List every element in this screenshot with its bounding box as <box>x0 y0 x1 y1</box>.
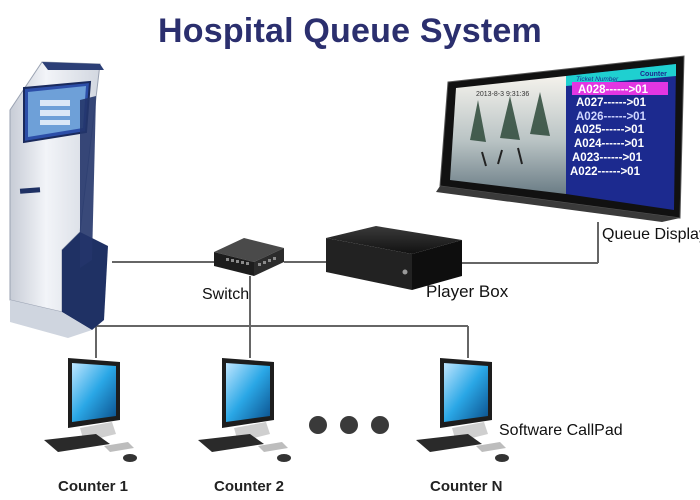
display-row: A025------>01 <box>574 124 645 136</box>
display-row: A023------>01 <box>572 152 643 164</box>
display-timestamp: 2013-8-3 9:31:36 <box>476 91 529 98</box>
ticket-kiosk <box>9 61 108 338</box>
display-row: A024------>01 <box>574 138 645 150</box>
diagram-title: Hospital Queue System <box>158 12 542 50</box>
display-highlight-row <box>572 82 668 95</box>
software-callpad-label: Software CallPad <box>499 422 623 439</box>
display-row: A028------>01 <box>578 84 649 96</box>
pc-counter-n <box>416 358 509 462</box>
player-box-label: Player Box <box>426 282 509 301</box>
network-switch <box>214 238 284 276</box>
pc-counter-1 <box>44 358 137 462</box>
pc-counter-2 <box>198 358 291 462</box>
display-col-counter: Counter <box>640 71 667 78</box>
display-row: A022------>01 <box>570 166 641 178</box>
display-row: A027------>01 <box>576 97 647 109</box>
ellipsis-dots <box>309 416 389 434</box>
queue-display-label: Queue Display <box>602 226 700 243</box>
counter-2-label: Counter 2 <box>214 478 285 495</box>
counter-n-label: Counter N <box>430 478 503 495</box>
network-cables <box>95 222 599 358</box>
display-row: A026------>01 <box>576 111 647 123</box>
player-box <box>326 226 462 290</box>
display-rows: A028------>01 A027------>01 A026------>0… <box>570 84 649 178</box>
switch-label: Switch <box>202 286 250 303</box>
queue-display <box>436 55 685 222</box>
counter-1-label: Counter 1 <box>58 478 129 495</box>
display-col-ticket: Ticket Number <box>576 76 619 83</box>
